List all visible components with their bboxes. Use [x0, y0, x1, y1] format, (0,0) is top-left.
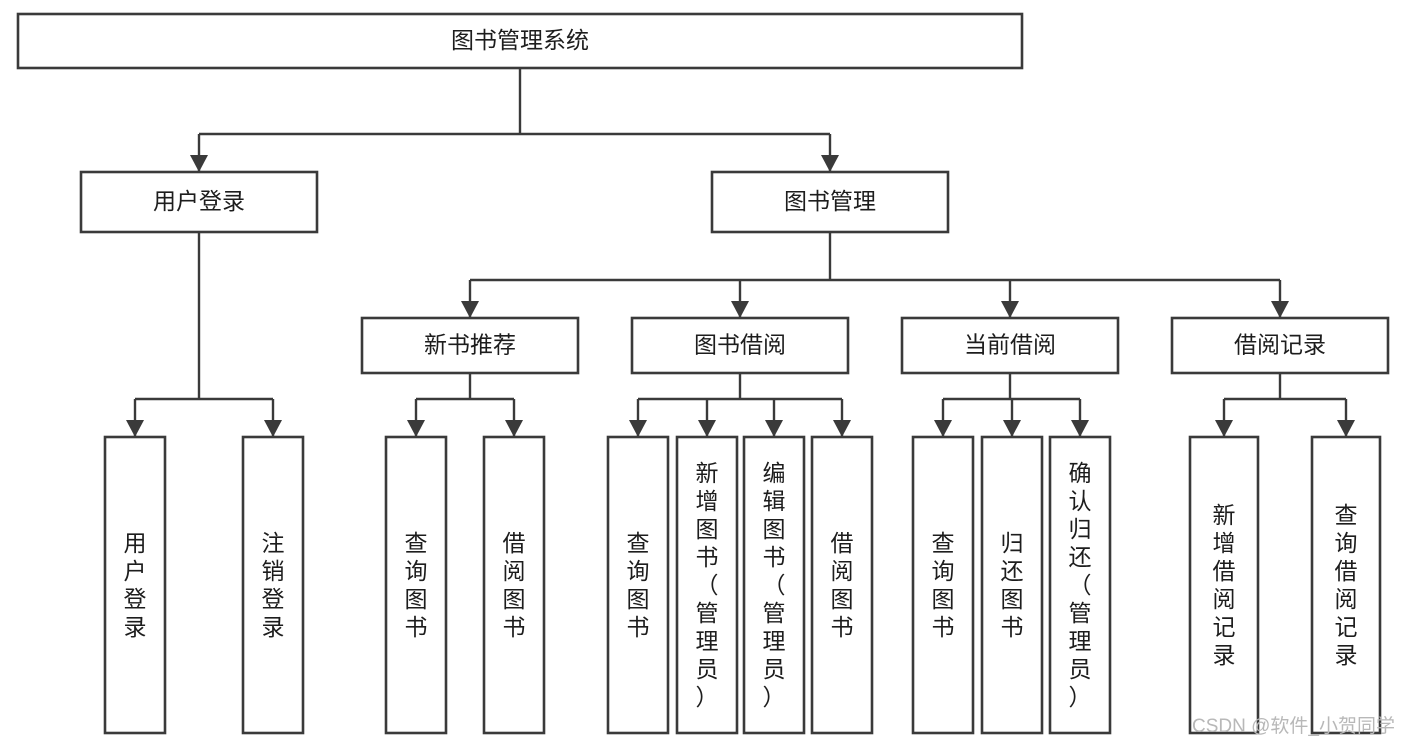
node-leaf_12[interactable]: 查询借阅记录: [1310, 435, 1382, 735]
node-l3_0[interactable]: 新书推荐: [360, 316, 580, 375]
edge-group-l3_1: [629, 373, 851, 437]
node-box: [241, 435, 305, 735]
node-box: [1310, 435, 1382, 735]
arrow-head-icon: [765, 420, 783, 437]
node-box: [675, 435, 739, 735]
node-label: 查询图书: [627, 530, 650, 640]
node-box: [900, 316, 1120, 375]
arrow-head-icon: [126, 420, 144, 437]
connector-layer: [126, 68, 1355, 437]
node-label: 用户登录: [153, 188, 245, 214]
node-box: [1048, 435, 1112, 735]
node-label: 注销登录: [262, 530, 285, 640]
node-leaf_9[interactable]: 归还图书: [980, 435, 1044, 735]
node-box: [103, 435, 167, 735]
node-leaf_5[interactable]: 新增图书（管理员）: [675, 435, 739, 735]
node-label: 图书管理系统: [451, 27, 589, 53]
arrow-head-icon: [461, 301, 479, 318]
node-leaf_11[interactable]: 新增借阅记录: [1188, 435, 1260, 735]
arrow-head-icon: [1071, 420, 1089, 437]
edge-group-root: [190, 68, 839, 172]
node-box: [1170, 316, 1390, 375]
node-box: [606, 435, 670, 735]
node-label: 借阅图书: [503, 530, 526, 640]
node-label: 图书管理: [784, 188, 876, 214]
arrow-head-icon: [1215, 420, 1233, 437]
edge-group-l2_0: [126, 232, 282, 437]
arrow-head-icon: [731, 301, 749, 318]
arrow-head-icon: [1337, 420, 1355, 437]
node-leaf_10[interactable]: 确认归还（管理员）: [1048, 435, 1112, 735]
node-label: 用户登录: [124, 530, 147, 640]
node-layer: 图书管理系统用户登录图书管理新书推荐图书借阅当前借阅借阅记录用户登录注销登录查询…: [16, 12, 1390, 735]
arrow-head-icon: [934, 420, 952, 437]
node-box: [911, 435, 975, 735]
node-box: [1188, 435, 1260, 735]
node-box: [742, 435, 806, 735]
node-label: 新书推荐: [424, 332, 516, 358]
node-box: [384, 435, 448, 735]
node-leaf_6[interactable]: 编辑图书（管理员）: [742, 435, 806, 735]
node-label: 查询借阅记录: [1335, 502, 1358, 668]
node-leaf_4[interactable]: 查询图书: [606, 435, 670, 735]
arrow-head-icon: [1003, 420, 1021, 437]
node-leaf_3[interactable]: 借阅图书: [482, 435, 546, 735]
node-leaf_0[interactable]: 用户登录: [103, 435, 167, 735]
node-l3_3[interactable]: 借阅记录: [1170, 316, 1390, 375]
node-leaf_8[interactable]: 查询图书: [911, 435, 975, 735]
node-label: 编辑图书（管理员）: [763, 460, 786, 710]
node-label: 新增借阅记录: [1213, 502, 1236, 668]
arrow-head-icon: [698, 420, 716, 437]
node-label: 归还图书: [1001, 530, 1024, 640]
node-box: [482, 435, 546, 735]
node-leaf_2[interactable]: 查询图书: [384, 435, 448, 735]
node-label: 借阅记录: [1234, 332, 1326, 358]
arrow-head-icon: [264, 420, 282, 437]
node-label: 查询图书: [405, 530, 428, 640]
node-box: [980, 435, 1044, 735]
edge-group-l3_2: [934, 373, 1089, 437]
arrow-head-icon: [505, 420, 523, 437]
node-box: [16, 12, 1024, 70]
edge-group-l3_0: [407, 373, 523, 437]
node-label: 当前借阅: [964, 332, 1056, 358]
edge-group-l2_1: [461, 232, 1289, 318]
node-label: 确认归还（管理员）: [1069, 460, 1092, 710]
arrow-head-icon: [1271, 301, 1289, 318]
arrow-head-icon: [1001, 301, 1019, 318]
node-l2_0[interactable]: 用户登录: [79, 170, 319, 234]
node-leaf_7[interactable]: 借阅图书: [810, 435, 874, 735]
node-label: 新增图书（管理员）: [696, 460, 719, 710]
node-label: 图书借阅: [694, 332, 786, 358]
watermark-label: CSDN @软件_小贺同学: [1192, 715, 1395, 737]
arrow-head-icon: [821, 155, 839, 172]
arrow-head-icon: [190, 155, 208, 172]
node-label: 借阅图书: [831, 530, 854, 640]
edge-group-l3_3: [1215, 373, 1355, 437]
node-l3_1[interactable]: 图书借阅: [630, 316, 850, 375]
arrow-head-icon: [407, 420, 425, 437]
node-label: 查询图书: [932, 530, 955, 640]
node-box: [810, 435, 874, 735]
node-box: [710, 170, 950, 234]
node-root[interactable]: 图书管理系统: [16, 12, 1024, 70]
node-box: [630, 316, 850, 375]
arrow-head-icon: [833, 420, 851, 437]
node-l3_2[interactable]: 当前借阅: [900, 316, 1120, 375]
node-box: [79, 170, 319, 234]
node-leaf_1[interactable]: 注销登录: [241, 435, 305, 735]
node-l2_1[interactable]: 图书管理: [710, 170, 950, 234]
node-box: [360, 316, 580, 375]
arrow-head-icon: [629, 420, 647, 437]
